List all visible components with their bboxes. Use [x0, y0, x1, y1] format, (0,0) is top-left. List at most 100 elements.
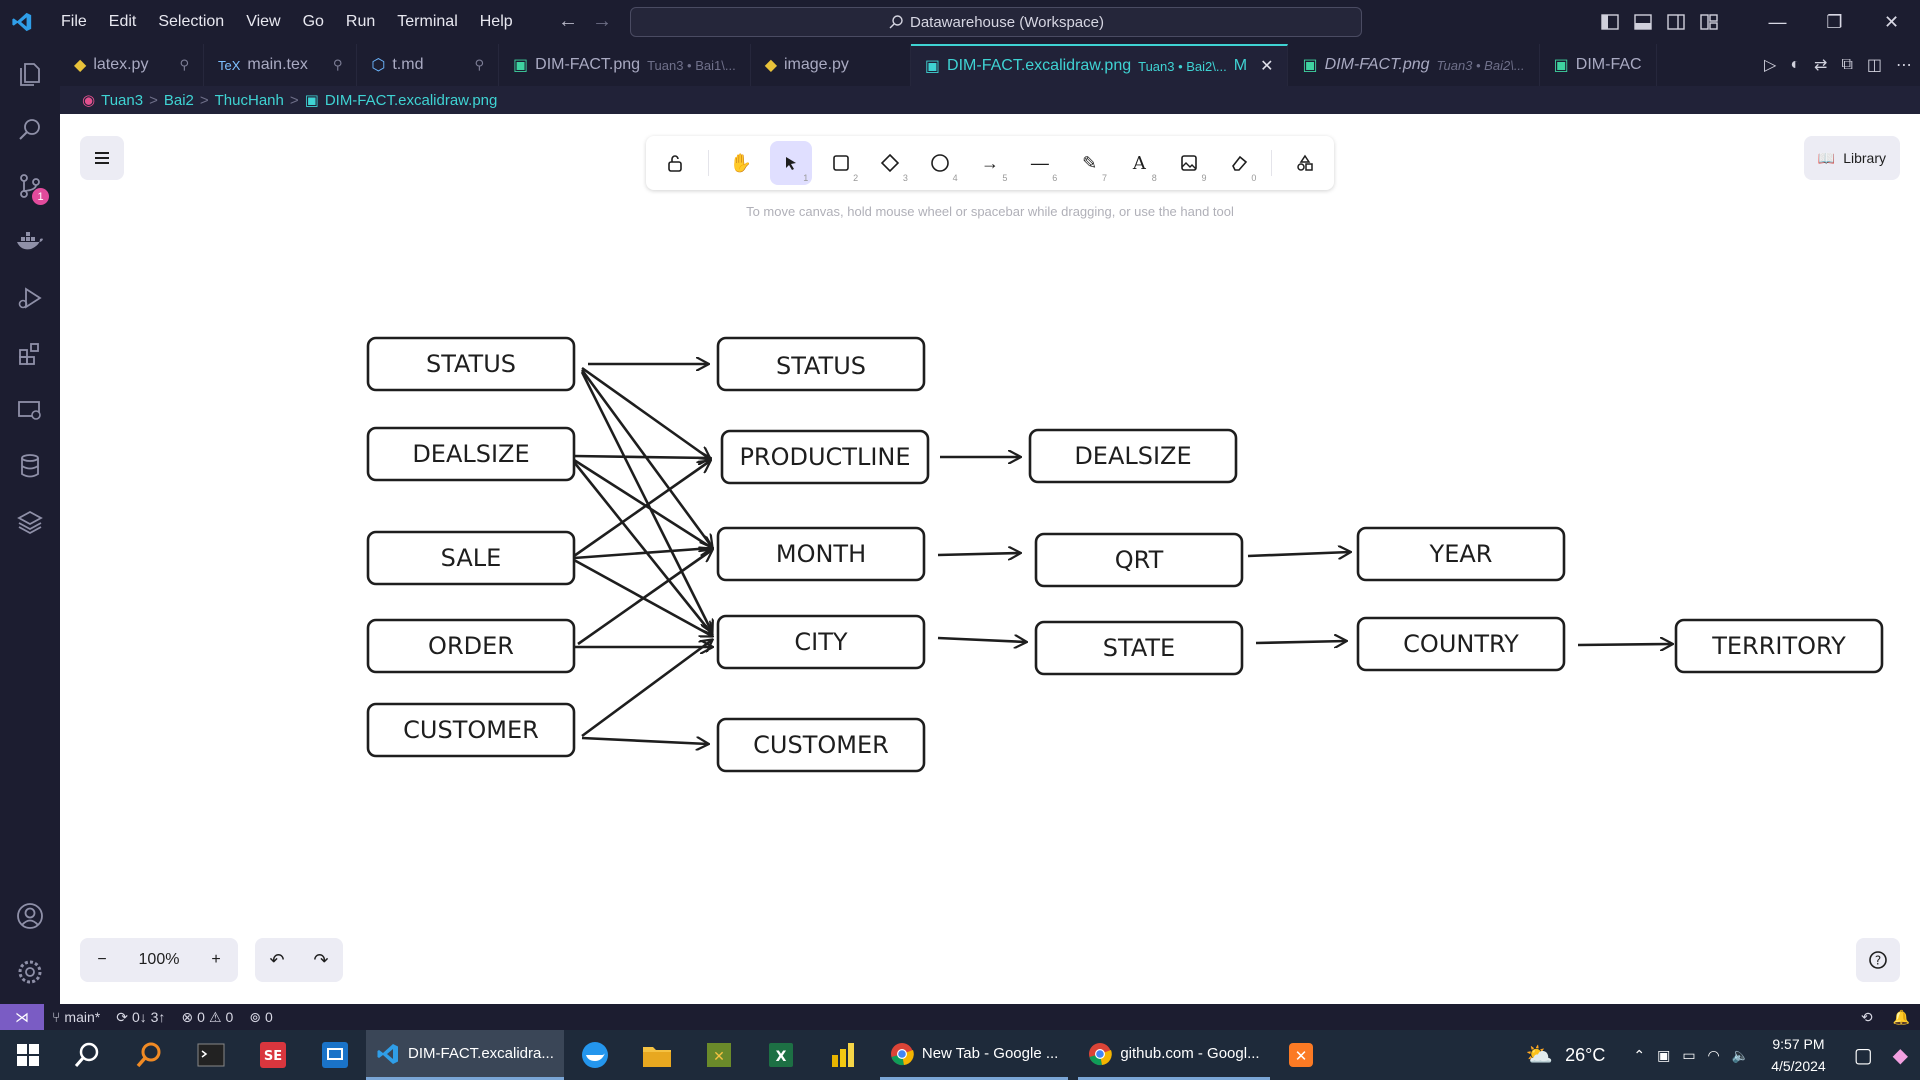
undo-icon[interactable]: ↶: [269, 949, 285, 970]
breadcrumb-item[interactable]: ThucHanh: [214, 91, 284, 109]
taskbar-search-icon[interactable]: [56, 1030, 118, 1080]
image-tool[interactable]: 9: [1168, 141, 1211, 185]
taskbar-app-chrome-newtab[interactable]: New Tab - Google ...: [879, 1030, 1069, 1080]
battery-icon[interactable]: ▭: [1682, 1046, 1696, 1063]
diagram[interactable]: STATUS DEALSIZE SALE ORDER CUSTOMER STAT…: [60, 114, 1920, 1004]
lock-tool[interactable]: [654, 141, 697, 185]
pin-icon[interactable]: ⚲: [474, 57, 485, 72]
tab-dim-fact-png-bai2[interactable]: ▣ DIM-FACT.png Tuan3 • Bai2\...: [1288, 44, 1540, 86]
windows-start-icon[interactable]: [0, 1030, 56, 1080]
tab-dim-fac[interactable]: ▣ DIM-FAC: [1540, 44, 1657, 86]
settings-icon[interactable]: [0, 944, 60, 1000]
menu-edit[interactable]: Edit: [108, 13, 137, 30]
branch-indicator[interactable]: ⑂ main*: [44, 1009, 108, 1025]
weather-cloud-icon[interactable]: ⛅: [1525, 1042, 1554, 1067]
show-hidden-icons-icon[interactable]: ⌃: [1633, 1046, 1646, 1063]
sql-app-icon[interactable]: SE: [242, 1030, 304, 1080]
app-tools-icon[interactable]: ✕: [688, 1030, 750, 1080]
breadcrumb-item[interactable]: Bai2: [163, 91, 194, 109]
close-tab-icon[interactable]: ✕: [1260, 58, 1274, 75]
tab-image-py[interactable]: ◆ image.py: [751, 44, 911, 86]
menu-run[interactable]: Run: [345, 13, 376, 30]
remote-desktop-icon[interactable]: [304, 1030, 366, 1080]
layers-icon[interactable]: [0, 494, 60, 550]
minimize-icon[interactable]: —: [1768, 11, 1787, 32]
back-arrow-icon[interactable]: ←: [558, 10, 578, 32]
terminal-app-icon[interactable]: [180, 1030, 242, 1080]
more-actions-icon[interactable]: ⋯: [1896, 57, 1912, 74]
zoom-in-button[interactable]: +: [211, 951, 221, 968]
draw-tool[interactable]: ✎7: [1068, 141, 1111, 185]
hand-tool[interactable]: ✋: [720, 141, 763, 185]
toggle-panel-icon[interactable]: [1626, 0, 1659, 44]
open-preview-icon[interactable]: ⧉: [1841, 56, 1853, 73]
toggle-primary-sidebar-icon[interactable]: [1593, 0, 1626, 44]
tab-t-md[interactable]: ⬡ t.md ⚲: [357, 44, 500, 86]
problems-indicator[interactable]: ⊗ 0 ⚠ 0: [173, 1009, 241, 1026]
xampp-icon[interactable]: ✕: [1270, 1030, 1332, 1080]
diamond-tool[interactable]: 3: [869, 141, 912, 185]
arrow-tool[interactable]: →5: [969, 141, 1012, 185]
power-bi-icon[interactable]: [812, 1030, 874, 1080]
volume-icon[interactable]: 🔈: [1731, 1046, 1750, 1063]
compare-icon[interactable]: ⇄: [1814, 57, 1828, 74]
clock[interactable]: 9:57 PM 4/5/2024: [1771, 1033, 1826, 1077]
docker-desktop-icon[interactable]: [564, 1030, 626, 1080]
close-window-icon[interactable]: ✕: [1883, 11, 1900, 32]
menu-terminal[interactable]: Terminal: [397, 13, 458, 30]
library-button[interactable]: 📖 Library: [1803, 136, 1900, 180]
menu-file[interactable]: File: [61, 13, 87, 30]
menu-help[interactable]: Help: [479, 13, 513, 30]
zoom-level[interactable]: 100%: [138, 951, 180, 968]
selection-tool[interactable]: 1: [769, 141, 813, 185]
remote-explorer-icon[interactable]: [0, 382, 60, 438]
toggle-secondary-sidebar-icon[interactable]: [1659, 0, 1692, 44]
menu-view[interactable]: View: [246, 13, 281, 30]
tab-dim-fact-excalidraw-png[interactable]: ▣ DIM-FACT.excalidraw.png Tuan3 • Bai2\.…: [910, 44, 1289, 86]
pin-icon[interactable]: ⚲: [179, 57, 189, 72]
menu-go[interactable]: Go: [302, 13, 324, 30]
tab-main-tex[interactable]: TeX main.tex ⚲: [204, 44, 358, 86]
sync-indicator[interactable]: ⟳ 0↓ 3↑: [108, 1009, 173, 1026]
eraser-tool[interactable]: 0: [1218, 141, 1261, 185]
more-tools-button[interactable]: [1283, 141, 1326, 185]
command-center[interactable]: Datawarehouse (Workspace): [630, 7, 1362, 37]
meet-now-icon[interactable]: ▣: [1657, 1046, 1671, 1063]
search-icon[interactable]: [0, 102, 60, 158]
docker-icon[interactable]: [0, 214, 60, 270]
run-icon[interactable]: ▷: [1764, 57, 1777, 74]
restore-icon[interactable]: ❐: [1826, 11, 1843, 32]
tab-dim-fact-png-bai1[interactable]: ▣ DIM-FACT.png Tuan3 • Bai1\...: [499, 44, 751, 86]
rectangle-tool[interactable]: 2: [819, 141, 862, 185]
weather-temperature[interactable]: 26°C: [1565, 1044, 1606, 1065]
everything-search-icon[interactable]: [118, 1030, 180, 1080]
account-icon[interactable]: [0, 888, 60, 944]
menu-selection[interactable]: Selection: [158, 13, 225, 30]
excel-icon[interactable]: X: [750, 1030, 812, 1080]
help-button[interactable]: ?: [1856, 938, 1900, 982]
explorer-icon[interactable]: [0, 46, 60, 102]
breadcrumb-item[interactable]: DIM-FACT.excalidraw.png: [324, 91, 498, 109]
excalidraw-canvas[interactable]: STATUS DEALSIZE SALE ORDER CUSTOMER STAT…: [60, 114, 1920, 1004]
forward-arrow-icon[interactable]: →: [592, 10, 612, 32]
history-icon[interactable]: ⟲: [1860, 1008, 1873, 1025]
remote-indicator-icon[interactable]: ⋊: [0, 1004, 44, 1030]
extensions-icon[interactable]: [0, 326, 60, 382]
copilot-icon[interactable]: ◆: [1892, 1044, 1908, 1067]
run-debug-icon[interactable]: [0, 270, 60, 326]
breadcrumb-item[interactable]: Tuan3: [101, 91, 144, 109]
notification-center-icon[interactable]: ▢: [1853, 1044, 1873, 1067]
source-control-icon[interactable]: 1: [0, 158, 60, 214]
ellipse-tool[interactable]: 4: [919, 141, 962, 185]
taskbar-app-vscode[interactable]: DIM-FACT.excalidra...: [366, 1030, 564, 1080]
pin-icon[interactable]: ⚲: [332, 57, 343, 72]
taskbar-app-chrome-github[interactable]: github.com - Googl...: [1078, 1030, 1270, 1080]
tab-latex-py[interactable]: ◆ latex.py ⚲: [60, 44, 204, 86]
zoom-out-button[interactable]: −: [97, 951, 107, 968]
database-icon[interactable]: [0, 438, 60, 494]
redo-icon[interactable]: ↷: [313, 949, 329, 970]
split-editor-icon[interactable]: ◫: [1866, 57, 1882, 74]
wifi-icon[interactable]: ◠: [1707, 1046, 1720, 1063]
main-menu-button[interactable]: [80, 136, 124, 180]
